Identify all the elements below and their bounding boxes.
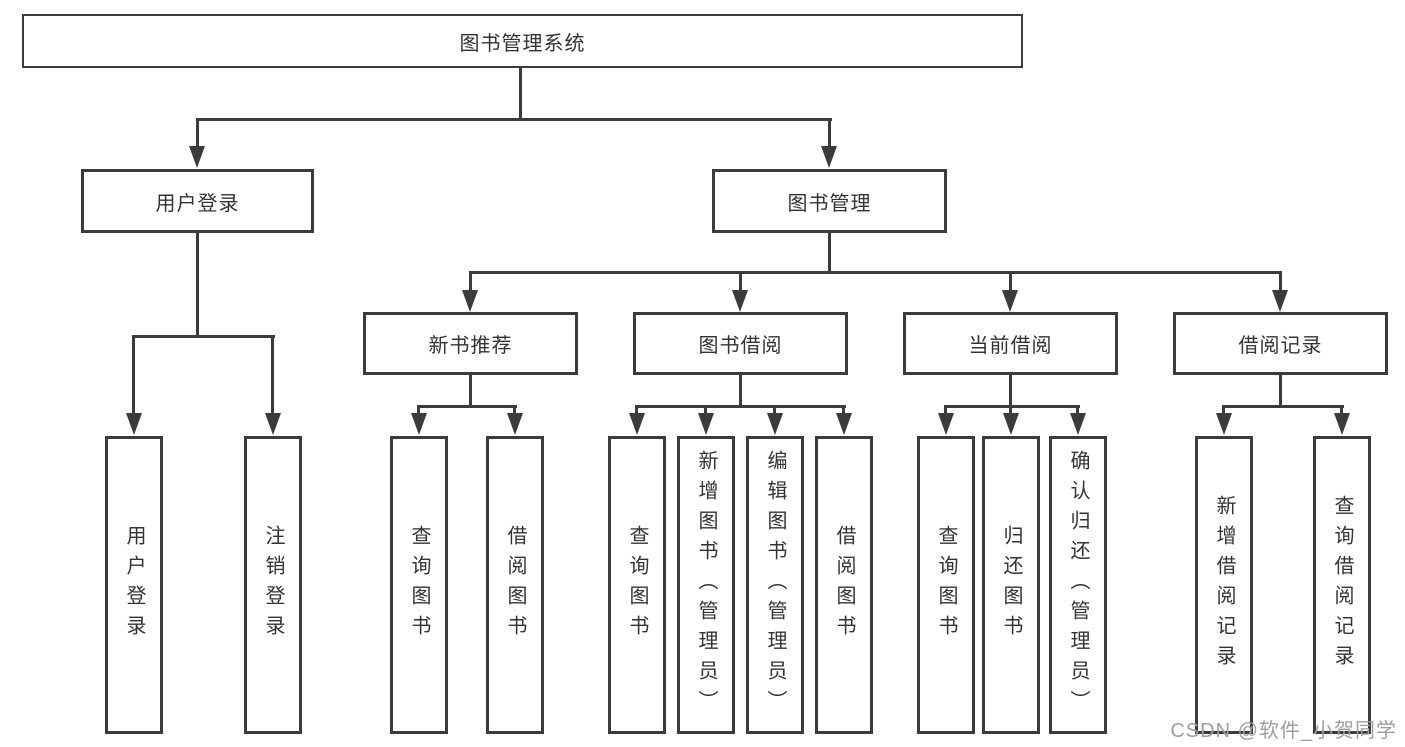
node-library-management-system: 图书管理系统 [22, 14, 1023, 68]
connector-to-borrowing-records [1279, 271, 1282, 292]
connector-borrowing-records-stem [1279, 375, 1282, 408]
connector-root-stem [519, 68, 522, 119]
leaf-query-books: 查询图书 [390, 436, 448, 734]
connector-leaf [417, 405, 420, 415]
arrow-down-icon [698, 413, 714, 435]
leaf-add-borrow-record: 新增借阅记录 [1195, 436, 1253, 734]
connector-current-borrowing-stem [1009, 375, 1012, 408]
connector-leaf [1076, 405, 1079, 415]
arrow-down-icon [629, 413, 645, 435]
leaf-borrow-books: 借阅图书 [486, 436, 544, 734]
connector-leaf [1340, 405, 1343, 415]
connector-leaf [513, 405, 516, 415]
connector-user-login-bus [132, 335, 275, 338]
leaf-add-book-admin: 新增图书（管理员） [677, 436, 735, 734]
arrow-down-icon [1002, 290, 1018, 312]
connector-to-leaf-logout [271, 335, 274, 415]
connector-current-borrowing-bus [944, 405, 1080, 408]
arrow-down-icon [732, 290, 748, 312]
arrow-down-icon [462, 290, 478, 312]
arrow-down-icon [189, 146, 205, 168]
arrow-down-icon [265, 413, 281, 435]
arrow-down-icon [836, 413, 852, 435]
node-new-book-recommendation: 新书推荐 [363, 312, 578, 375]
leaf-query-books: 查询图书 [917, 436, 975, 734]
leaf-edit-book-admin: 编辑图书（管理员） [746, 436, 804, 734]
arrow-down-icon [1216, 413, 1232, 435]
connector-book-borrowing-stem [739, 375, 742, 408]
leaf-logout: 注销登录 [244, 436, 302, 734]
arrow-down-icon [126, 413, 142, 435]
connector-leaf [944, 405, 947, 415]
connector-root-bus [196, 118, 832, 121]
connector-book-borrowing-bus [635, 405, 846, 408]
leaf-return-book: 归还图书 [982, 436, 1040, 734]
leaf-user-login: 用户登录 [105, 436, 163, 734]
leaf-confirm-return-admin: 确认归还（管理员） [1049, 436, 1107, 734]
arrow-down-icon [1272, 290, 1288, 312]
connector-leaf [1222, 405, 1225, 415]
connector-to-book-management [828, 118, 831, 148]
leaf-query-borrow-record: 查询借阅记录 [1313, 436, 1371, 734]
arrow-down-icon [938, 413, 954, 435]
csdn-watermark: CSDN @软件_小贺同学 [1170, 720, 1397, 742]
leaf-query-books: 查询图书 [608, 436, 666, 734]
connector-to-book-borrowing [739, 271, 742, 292]
connector-to-user-login [196, 118, 199, 148]
connector-leaf [635, 405, 638, 415]
node-user-login: 用户登录 [81, 169, 314, 233]
leaf-borrow-books: 借阅图书 [815, 436, 873, 734]
connector-leaf [842, 405, 845, 415]
node-book-borrowing: 图书借阅 [633, 312, 848, 375]
connector-leaf [1009, 405, 1012, 415]
arrow-down-icon [507, 413, 523, 435]
connector-to-leaf-user-login [132, 335, 135, 415]
node-book-management: 图书管理 [712, 169, 947, 233]
connector-book-management-bus [469, 271, 1282, 274]
connector-to-current-borrowing [1009, 271, 1012, 292]
connector-new-book-bus [417, 405, 517, 408]
arrow-down-icon [821, 146, 837, 168]
connector-user-login-stem [196, 233, 199, 337]
node-borrowing-records: 借阅记录 [1173, 312, 1388, 375]
arrow-down-icon [1334, 413, 1350, 435]
connector-leaf [704, 405, 707, 415]
connector-leaf [773, 405, 776, 415]
arrow-down-icon [1070, 413, 1086, 435]
arrow-down-icon [411, 413, 427, 435]
arrow-down-icon [1003, 413, 1019, 435]
connector-new-book-stem [469, 375, 472, 408]
connector-book-management-stem [828, 233, 831, 273]
connector-to-new-book-recommendation [469, 271, 472, 292]
arrow-down-icon [767, 413, 783, 435]
node-current-borrowing: 当前借阅 [903, 312, 1118, 375]
connector-borrowing-records-bus [1222, 405, 1344, 408]
